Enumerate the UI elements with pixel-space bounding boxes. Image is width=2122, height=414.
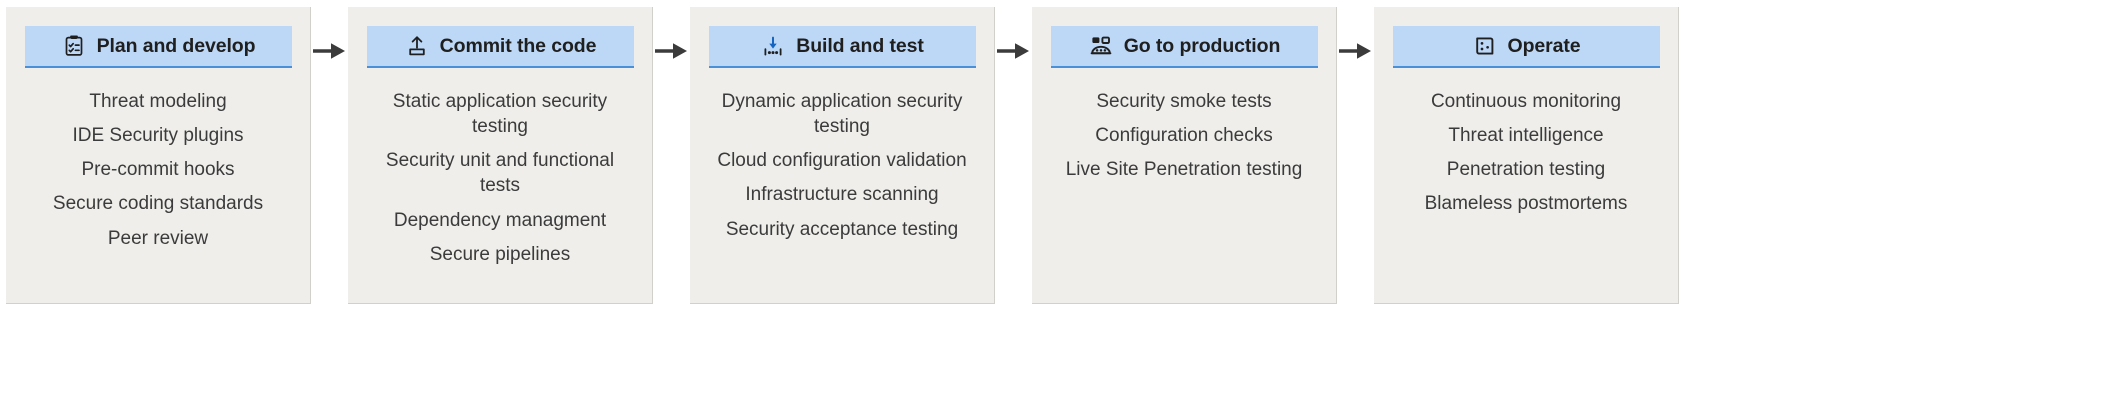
conveyor-belt-icon <box>1088 33 1114 59</box>
list-item: Secure pipelines <box>429 243 571 265</box>
list-item: Continuous monitoring <box>1430 90 1622 112</box>
list-item: Blameless postmortems <box>1424 193 1628 215</box>
list-item: Security smoke tests <box>1096 90 1272 112</box>
stage-title: Operate <box>1507 34 1581 57</box>
list-item: Live Site Penetration testing <box>1065 159 1303 181</box>
stage-plan-and-develop[interactable]: Plan and develop Threat modeling IDE Sec… <box>6 7 311 304</box>
list-item: Secure coding standards <box>52 193 264 215</box>
stage-header-build-and-test[interactable]: Build and test <box>708 26 976 68</box>
stage-header-plan-and-develop[interactable]: Plan and develop <box>24 26 292 68</box>
connector-arrow-4 <box>1337 7 1374 304</box>
stage-go-to-production[interactable]: Go to production Security smoke tests Co… <box>1032 7 1337 304</box>
stage-header-operate[interactable]: Operate <box>1392 26 1660 68</box>
list-item: Penetration testing <box>1446 159 1606 181</box>
stage-commit-the-code[interactable]: Commit the code Static application secur… <box>348 7 653 304</box>
clipboard-checklist-icon <box>61 33 87 59</box>
stage-item-list: Static application security testing Secu… <box>358 84 642 272</box>
connector-arrow-1 <box>311 7 348 304</box>
list-item: Infrastructure scanning <box>745 184 939 206</box>
list-item: Threat modeling <box>89 90 227 112</box>
connector-arrow-2 <box>653 7 690 304</box>
list-item: Static application security testing <box>392 90 608 137</box>
stage-title: Build and test <box>796 34 924 57</box>
stage-header-go-to-production[interactable]: Go to production <box>1050 26 1318 68</box>
stage-title: Commit the code <box>439 34 597 57</box>
list-item: Security unit and functional tests <box>385 150 615 197</box>
stage-item-list: Threat modeling IDE Security plugins Pre… <box>16 84 300 255</box>
control-panel-dice-icon <box>1472 33 1498 59</box>
stage-item-list: Security smoke tests Configuration check… <box>1042 84 1326 187</box>
stage-operate[interactable]: Operate Continuous monitoring Threat int… <box>1374 7 1679 304</box>
list-item: Dependency managment <box>393 209 607 231</box>
connector-arrow-3 <box>995 7 1032 304</box>
stage-title: Go to production <box>1123 34 1281 57</box>
stage-item-list: Dynamic application security testing Clo… <box>700 84 984 246</box>
list-item: Dynamic application security testing <box>721 90 963 137</box>
upload-arrow-icon <box>404 33 430 59</box>
list-item: Security acceptance testing <box>725 218 959 240</box>
list-item: Cloud configuration validation <box>717 150 967 172</box>
list-item: Configuration checks <box>1095 124 1273 146</box>
stage-item-list: Continuous monitoring Threat intelligenc… <box>1384 84 1668 221</box>
list-item: IDE Security plugins <box>72 124 244 146</box>
list-item: Pre-commit hooks <box>81 159 235 181</box>
stage-title: Plan and develop <box>96 34 256 57</box>
stage-build-and-test[interactable]: Build and test Dynamic application secur… <box>690 7 995 304</box>
install-download-icon <box>760 33 786 59</box>
stage-header-commit-the-code[interactable]: Commit the code <box>366 26 634 68</box>
list-item: Threat intelligence <box>1448 124 1604 146</box>
list-item: Peer review <box>107 227 209 249</box>
